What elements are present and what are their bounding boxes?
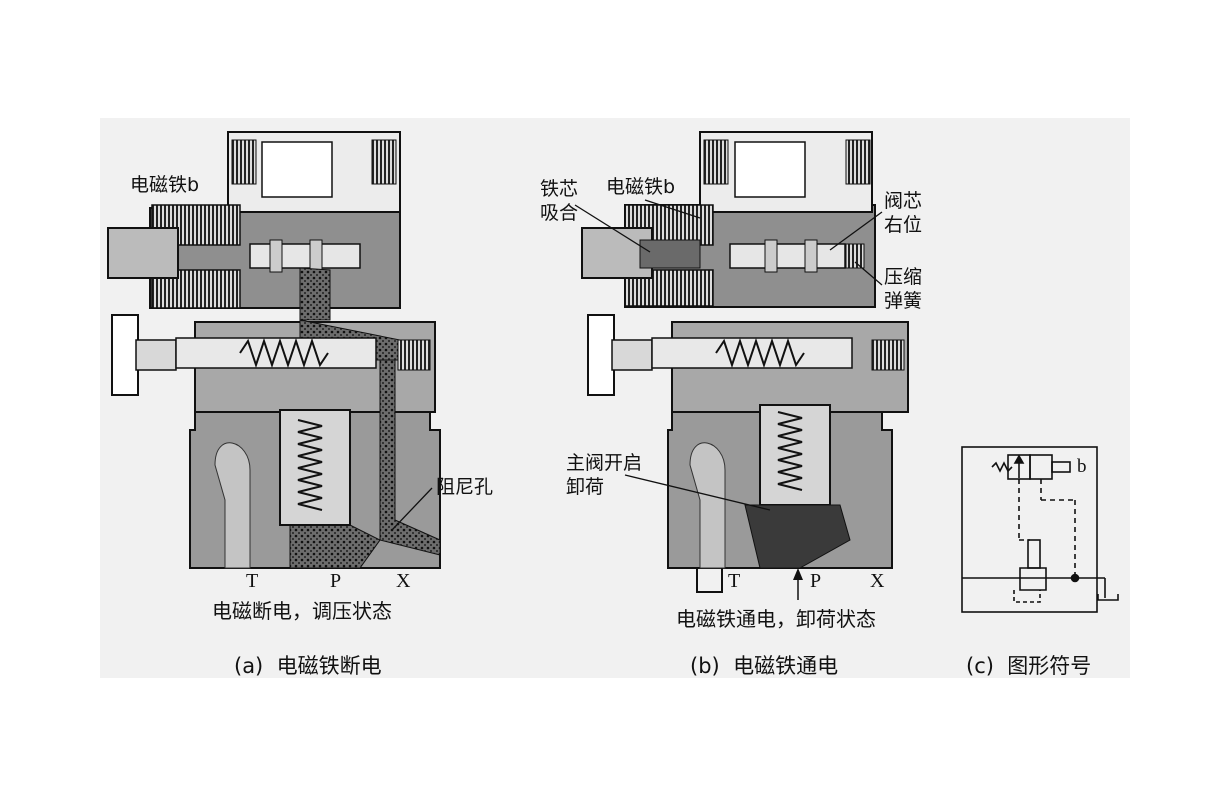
panel-b-spring-label-2: 弹簧	[884, 290, 923, 312]
panel-b-valve	[581, 131, 909, 600]
panel-a-caption: (a) 电磁铁断电	[234, 654, 382, 678]
panel-b-port-x: X	[870, 570, 885, 592]
panel-b-core-label-1: 铁芯	[540, 178, 579, 200]
panel-b-spool-label-2: 右位	[884, 214, 923, 236]
panel-a-port-t: T	[246, 570, 259, 592]
panel-a-state-label: 电磁断电，调压状态	[212, 599, 392, 623]
panel-a-solenoid-label: 电磁铁b	[130, 174, 200, 196]
panel-b-solenoid-label: 电磁铁b	[606, 176, 676, 198]
panel-a-orifice-leader	[391, 487, 433, 531]
panel-b-leaders	[574, 199, 883, 511]
panel-c-symbol	[961, 446, 1119, 613]
panel-c-caption: (c) 图形符号	[966, 654, 1092, 678]
panel-a-port-x: X	[396, 570, 411, 592]
panel-a-orifice-label: 阻尼孔	[436, 476, 494, 498]
panel-b-spring-label-1: 压缩	[884, 266, 923, 288]
panel-b-state-label: 电磁铁通电，卸荷状态	[676, 607, 876, 631]
panel-b-spool-label-1: 阀芯	[884, 190, 923, 212]
panel-b-caption: (b) 电磁铁通电	[690, 654, 839, 678]
panel-b-port-t: T	[728, 570, 741, 592]
panel-a-port-p: P	[330, 570, 342, 592]
panel-b-main-valve-label-1: 主阀开启	[566, 452, 643, 474]
panel-b-port-p: P	[810, 570, 822, 592]
panel-c-solenoid-b-label: b	[1077, 456, 1087, 477]
panel-b-main-valve-label-2: 卸荷	[566, 476, 605, 498]
panel-a-valve	[107, 131, 441, 569]
panel-b-core-label-2: 吸合	[540, 202, 579, 224]
